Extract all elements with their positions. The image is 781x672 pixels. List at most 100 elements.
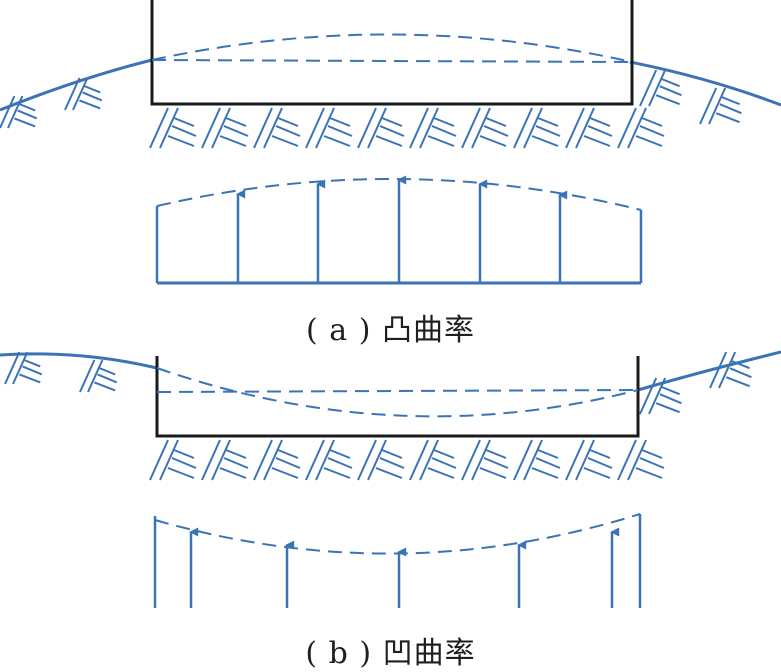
soil-hatch — [4, 351, 21, 385]
soil-hatch — [211, 107, 231, 149]
soil-hatch — [149, 439, 169, 481]
soil-hatch — [648, 377, 667, 415]
soil-hatch — [431, 457, 457, 469]
soil-hatch — [201, 107, 221, 149]
soil-hatch — [471, 439, 491, 481]
soil-hatch — [513, 439, 533, 481]
soil-hatch — [0, 95, 16, 129]
soil-hatch — [655, 94, 680, 106]
soil-hatch — [253, 107, 273, 149]
soil-hatch — [433, 117, 455, 127]
soil-hatch — [225, 449, 247, 459]
soil-hatch — [7, 95, 24, 129]
soil-hatch — [223, 457, 249, 469]
soil-hatch — [639, 125, 665, 137]
soil-hatch — [419, 439, 439, 481]
soil-hatch — [167, 467, 195, 479]
soil-hatch — [427, 467, 455, 479]
soil-hatch — [219, 135, 247, 147]
soil-hatch — [23, 359, 41, 368]
soil-hatch — [627, 107, 647, 149]
soil-hatch — [661, 78, 680, 88]
convex-soil-hatching — [0, 69, 742, 149]
concave-ground-right — [637, 350, 781, 392]
soil-hatch — [271, 467, 299, 479]
soil-hatch — [149, 107, 169, 149]
soil-hatch — [323, 135, 351, 147]
soil-hatch — [375, 467, 403, 479]
convex-foundation — [150, 0, 634, 106]
soil-hatch — [225, 117, 247, 127]
soil-hatch — [461, 107, 481, 149]
soil-hatch — [72, 77, 89, 111]
soil-hatch — [17, 109, 38, 120]
soil-hatch — [375, 135, 403, 147]
soil-hatch — [635, 135, 663, 147]
soil-hatch — [659, 393, 682, 405]
soil-hatch — [97, 373, 118, 384]
soil-hatch — [419, 107, 439, 149]
soil-hatch — [98, 367, 116, 376]
soil-hatch — [639, 377, 658, 415]
soil-hatch — [523, 107, 543, 149]
concave-pressure-curve — [154, 513, 641, 555]
soil-hatch — [639, 457, 665, 469]
soil-hatch — [485, 117, 507, 127]
soil-hatch — [409, 439, 429, 481]
soil-hatch — [159, 439, 179, 481]
soil-hatch — [14, 117, 36, 128]
soil-hatch — [263, 439, 283, 481]
soil-hatch — [167, 135, 195, 147]
soil-hatch — [523, 439, 543, 481]
soil-hatch — [271, 135, 299, 147]
soil-hatch — [315, 439, 335, 481]
soil-hatch — [381, 117, 403, 127]
soil-hatch — [575, 439, 595, 481]
soil-hatch — [277, 449, 299, 459]
soil-hatch — [461, 439, 481, 481]
soil-hatch — [315, 107, 335, 149]
soil-hatch — [513, 107, 533, 149]
soil-hatch — [725, 376, 750, 388]
soil-hatch — [483, 457, 509, 469]
soil-hatch — [305, 107, 325, 149]
convex-deflection-curve — [151, 33, 633, 63]
soil-hatch — [535, 457, 561, 469]
soil-hatch — [323, 467, 351, 479]
soil-hatch — [655, 402, 680, 414]
soil-hatch — [537, 117, 559, 127]
soil-hatch — [173, 449, 195, 459]
soil-hatch — [275, 125, 301, 137]
soil-hatch — [79, 99, 101, 110]
soil-hatch — [729, 367, 752, 379]
soil-hatch — [367, 107, 387, 149]
soil-hatch — [18, 103, 36, 112]
soil-hatch — [64, 77, 81, 111]
soil-hatch — [433, 449, 455, 459]
soil-hatch — [537, 449, 559, 459]
soil-hatch — [305, 439, 325, 481]
concave-diagram — [0, 350, 781, 608]
caption-convex: ( a ) 凸曲率 — [306, 313, 475, 348]
soil-hatch — [479, 135, 507, 147]
soil-hatch — [617, 107, 637, 149]
soil-hatch — [357, 439, 377, 481]
soil-hatch — [201, 439, 221, 481]
concave-pressure-diagram — [153, 513, 642, 608]
concave-foundation — [155, 356, 640, 438]
soil-hatch — [565, 439, 585, 481]
soil-hatch — [565, 107, 585, 149]
soil-hatch — [659, 85, 682, 97]
convex-deflection-chord — [151, 59, 633, 63]
soil-hatch — [641, 117, 663, 127]
convex-pressure-arrows — [236, 175, 568, 283]
soil-hatch — [709, 351, 728, 389]
concave-deflection-chord — [156, 389, 639, 393]
soil-hatch — [277, 117, 299, 127]
soil-hatch — [589, 449, 611, 459]
soil-hatch — [479, 467, 507, 479]
soil-hatch — [639, 69, 658, 107]
soil-hatch — [357, 107, 377, 149]
concave-deflection-curve — [156, 367, 639, 418]
convex-pressure-diagram — [155, 175, 643, 285]
